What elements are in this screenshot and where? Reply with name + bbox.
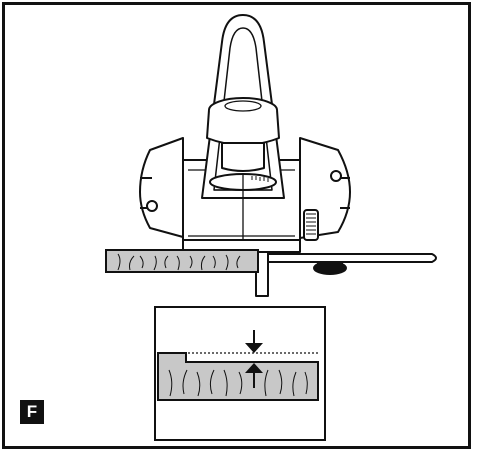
side-plate (257, 253, 437, 263)
arrow-down-icon (245, 330, 263, 353)
figure-label: F (20, 400, 44, 424)
left-housing (139, 137, 184, 238)
knob-body (206, 109, 280, 146)
detail-inset (154, 306, 326, 441)
planer-tool (139, 14, 437, 297)
workpiece-top (105, 249, 259, 273)
arrow-up-icon (245, 363, 263, 388)
knob-neck (221, 142, 265, 172)
left-screw (146, 200, 158, 212)
right-screw (330, 170, 342, 182)
